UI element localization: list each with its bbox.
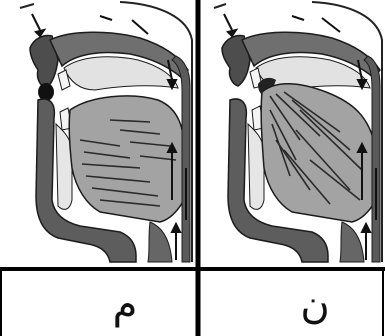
lip-closure: [38, 83, 54, 101]
panel-right: [214, 2, 382, 262]
letter-meem: م: [95, 280, 155, 330]
larynx: [340, 222, 364, 262]
larynx: [148, 222, 172, 262]
letter-noon: ن: [285, 280, 345, 330]
panel-left: [20, 2, 192, 262]
